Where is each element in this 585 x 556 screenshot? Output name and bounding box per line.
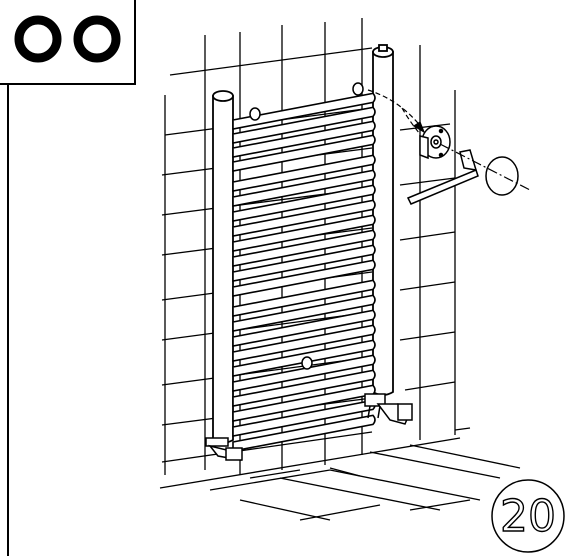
parts-box [0, 0, 136, 85]
left-valve [205, 437, 243, 462]
radiator-tube [232, 199, 376, 237]
radiator-tube [232, 154, 376, 192]
cover-cap [485, 156, 519, 196]
allen-key-icon [406, 149, 479, 205]
assembly-guide [367, 89, 531, 191]
radiator-tube [232, 309, 376, 347]
right-valve [364, 393, 413, 425]
bracket-holes [249, 82, 364, 370]
washer-pair-icon [14, 15, 121, 63]
radiator-tube [232, 259, 376, 297]
radiator-tube [232, 244, 376, 282]
radiator-tube [232, 369, 376, 407]
radiator-tubes [232, 92, 376, 452]
step-number-badge: 20 [491, 479, 565, 553]
radiator-tube [232, 279, 376, 317]
radiator-tube [232, 106, 376, 144]
radiator-tube [232, 294, 376, 332]
right-collector [372, 44, 394, 396]
radiator-tube [232, 214, 376, 252]
floor-tiles [159, 427, 521, 521]
radiator-tube [232, 229, 376, 267]
radiator-tube [232, 414, 376, 452]
radiator-tube [232, 184, 376, 222]
left-collector [212, 90, 234, 444]
radiator-tube [232, 92, 376, 130]
radiator-tube [232, 134, 376, 172]
radiator-tube [232, 354, 376, 392]
wall-bracket [419, 125, 451, 160]
step-number: 20 [500, 491, 556, 542]
radiator-tube [232, 324, 376, 362]
radiator-tube [232, 169, 376, 207]
radiator-tube [232, 120, 376, 158]
